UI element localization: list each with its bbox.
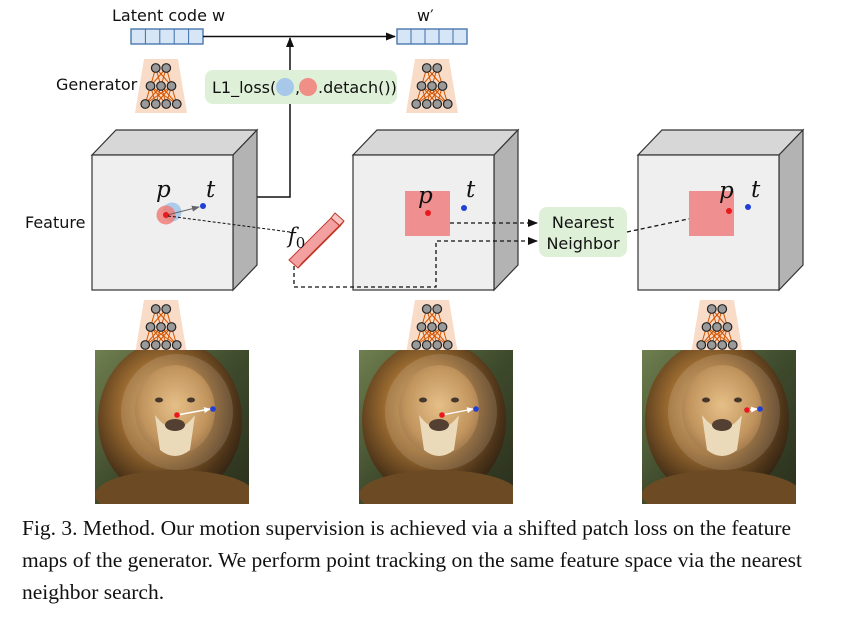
- loss-comma: ,: [295, 78, 300, 97]
- loss-feature-circle-red: [299, 78, 317, 96]
- nearest-label-line1: Nearest: [552, 213, 614, 232]
- cube1-points: p t: [156, 177, 216, 225]
- generator-bottom-3: [691, 300, 743, 354]
- cube2-p-label: p: [418, 183, 433, 209]
- latent-code-prime-label: w′: [417, 6, 434, 25]
- cube2-t-label: t: [466, 177, 476, 203]
- lion-image-3: [642, 350, 796, 504]
- l1-loss-box: L1_loss( , .detach()): [205, 70, 397, 104]
- nearest-neighbor-box: Nearest Neighbor: [539, 207, 627, 257]
- lion-image-3-handle-point: [744, 407, 750, 413]
- loss-feature-circle-blue: [276, 78, 294, 96]
- latent-code-w: [130, 28, 204, 45]
- generator-top-1: [135, 59, 187, 113]
- cube1-p-label: p: [156, 177, 171, 203]
- cube1-handle-point: [163, 212, 169, 218]
- generator-bottom-2: [406, 300, 458, 354]
- method-diagram: Latent code w w′ Generator L1_loss( , .d…: [25, 6, 805, 504]
- f0-to-nn-arrow: [293, 237, 538, 288]
- lion-image-2-target-point: [473, 406, 479, 412]
- cube3-handle-point: [726, 208, 732, 214]
- generator-label: Generator: [56, 75, 138, 94]
- cube3-t-label: t: [751, 177, 761, 203]
- figure-caption: Fig. 3. Method. Our motion supervision i…: [22, 516, 802, 604]
- generator-top-2: [406, 59, 458, 113]
- f0-label: f0: [286, 224, 305, 252]
- loss-suffix: .detach()): [318, 78, 397, 97]
- cube1-target-point: [200, 203, 206, 209]
- lion-image-3-target-point: [757, 406, 763, 412]
- latent-code-w-prime: [396, 28, 468, 45]
- f0-feature-bar: f0: [286, 212, 345, 269]
- lion-images: [95, 350, 796, 504]
- lion-image-2-handle-point: [439, 412, 445, 418]
- cube2-points: p t: [405, 177, 476, 236]
- generator-bottom-1: [135, 300, 187, 354]
- lion-image-1-handle-point: [174, 412, 180, 418]
- feature-label: Feature: [25, 213, 85, 232]
- cube3-target-point: [745, 204, 751, 210]
- cube2-target-point: [461, 205, 467, 211]
- feature-extract-dashed-line: [167, 215, 291, 233]
- latent-code-label: Latent code w: [112, 6, 225, 25]
- lion-image-1-target-point: [210, 406, 216, 412]
- cube2-handle-point: [425, 210, 431, 216]
- cube1-t-label: t: [206, 177, 216, 203]
- loss-backprop-arrow: [257, 37, 294, 198]
- loss-prefix: L1_loss(: [212, 78, 276, 98]
- generator-networks: [135, 59, 743, 354]
- cube3-points: p t: [689, 177, 761, 236]
- feature-cube-3: [636, 128, 805, 292]
- cube3-patch: [689, 191, 734, 236]
- lion-image-2: [359, 350, 513, 504]
- lion-image-1: [95, 350, 249, 504]
- cube3-p-label: p: [719, 178, 734, 204]
- nearest-label-line2: Neighbor: [546, 234, 620, 253]
